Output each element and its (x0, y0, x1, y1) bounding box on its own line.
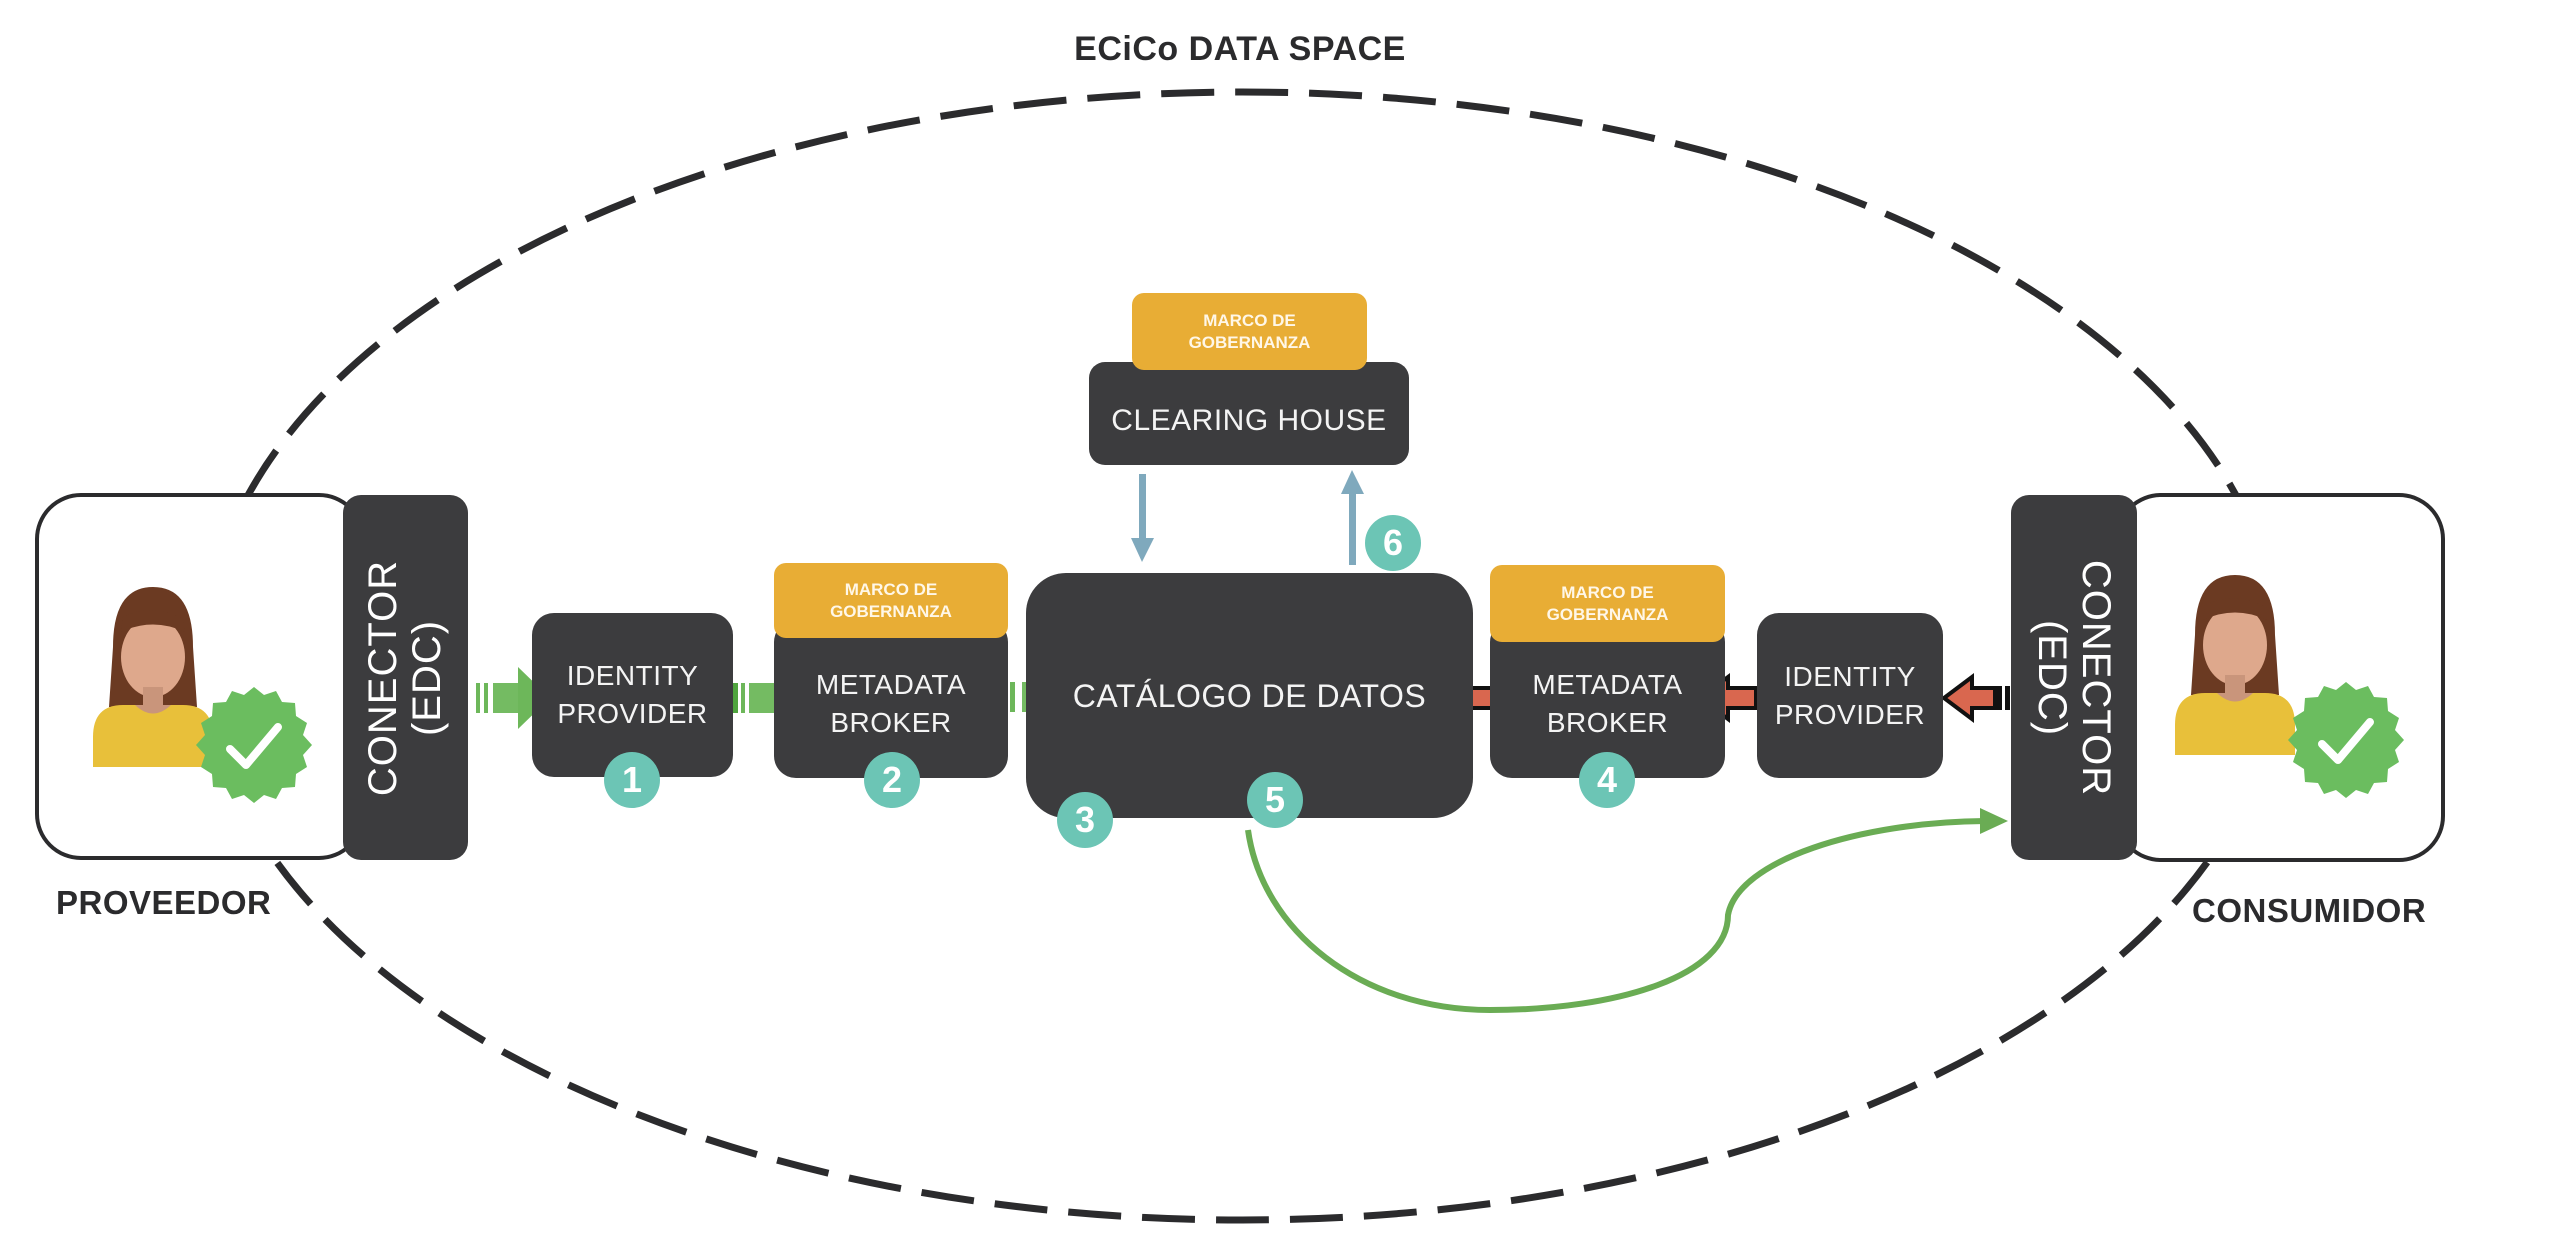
provider-card[interactable] (35, 493, 365, 860)
step-badge-2: 2 (864, 752, 920, 808)
arrow-clearing-to-catalog (1131, 474, 1154, 562)
check-badge-icon (196, 687, 312, 803)
clearing-house[interactable]: CLEARING HOUSE (1089, 362, 1409, 465)
governance-tag-broker-left: MARCO DE GOBERNANZA (774, 563, 1008, 638)
step-badge-5: 5 (1247, 772, 1303, 828)
consumer-card[interactable] (2115, 493, 2445, 862)
metadata-broker-left-label: METADATA BROKER (815, 669, 967, 738)
governance-tag-clearing-house: MARCO DE GOBERNANZA (1132, 293, 1367, 370)
governance-tag-broker-right: MARCO DE GOBERNANZA (1490, 565, 1725, 642)
step-badge-4: 4 (1579, 752, 1635, 808)
delivery-curve (1245, 818, 1986, 1014)
person-icon (93, 587, 213, 767)
consumer-role-label: CONSUMIDOR (2192, 892, 2427, 929)
provider-role-label: PROVEEDOR (56, 884, 272, 921)
delivery-arrowhead (1980, 808, 2008, 834)
provider-connector-label: CONECTOR (EDC) (361, 559, 450, 796)
step-badge-1: 1 (604, 752, 660, 808)
step-badge-6: 6 (1365, 515, 1421, 571)
flow-arrow-connector-to-idp-right (1940, 673, 2010, 723)
step-badge-3: 3 (1057, 792, 1113, 848)
diagram-title: ECiCo DATA SPACE (1074, 30, 1406, 68)
metadata-broker-left[interactable]: METADATA BROKER (774, 620, 1008, 778)
data-catalog-label: CATÁLOGO DE DATOS (1072, 677, 1427, 714)
arrow-catalog-to-clearing (1341, 470, 1364, 565)
person-icon (2175, 575, 2295, 755)
consumer-connector-label: CONECTOR (EDC) (2030, 559, 2119, 796)
identity-provider-right[interactable]: IDENTITY PROVIDER (1757, 613, 1943, 778)
consumer-connector[interactable]: CONECTOR (EDC) (2011, 495, 2137, 860)
metadata-broker-right-label: METADATA BROKER (1532, 669, 1683, 738)
provider-connector[interactable]: CONECTOR (EDC) (343, 495, 468, 860)
metadata-broker-right[interactable]: METADATA BROKER (1490, 620, 1725, 778)
identity-provider-right-label: IDENTITY PROVIDER (1774, 660, 1926, 730)
identity-provider-left[interactable]: IDENTITY PROVIDER (532, 613, 733, 777)
identity-provider-left-label: IDENTITY PROVIDER (557, 660, 708, 729)
clearing-house-label: CLEARING HOUSE (1111, 403, 1387, 437)
data-catalog[interactable]: CATÁLOGO DE DATOS (1026, 573, 1473, 818)
check-badge-icon (2288, 682, 2404, 798)
